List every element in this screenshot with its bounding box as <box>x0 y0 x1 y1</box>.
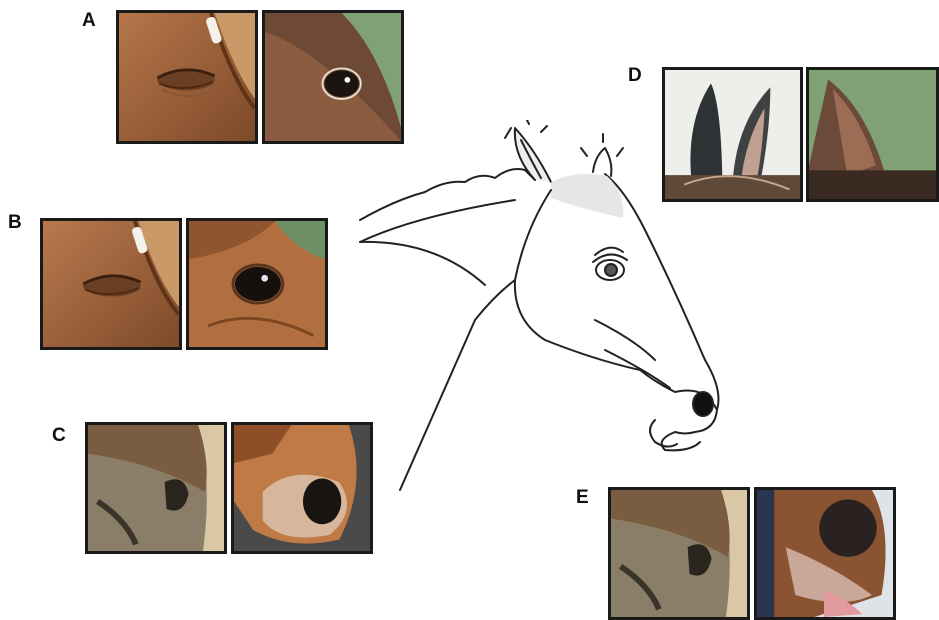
photo-e-muzzle-relaxed <box>608 487 750 620</box>
panel-label-b: B <box>8 212 22 234</box>
photo-e-muzzle-tense <box>754 487 896 620</box>
photo-d-ear-backward <box>806 67 939 202</box>
panel-label-c: C <box>52 425 66 447</box>
photo-b-eye-wide <box>186 218 328 350</box>
photo-c-nostril-flared <box>231 422 373 554</box>
panel-label-a: A <box>82 10 96 32</box>
photo-c-nostril-relaxed <box>85 422 227 554</box>
horse-head-illustration <box>355 120 735 500</box>
panel-label-d: D <box>628 65 642 87</box>
photo-a-eye-relaxed <box>116 10 258 144</box>
photo-b-eye-relaxed <box>40 218 182 350</box>
